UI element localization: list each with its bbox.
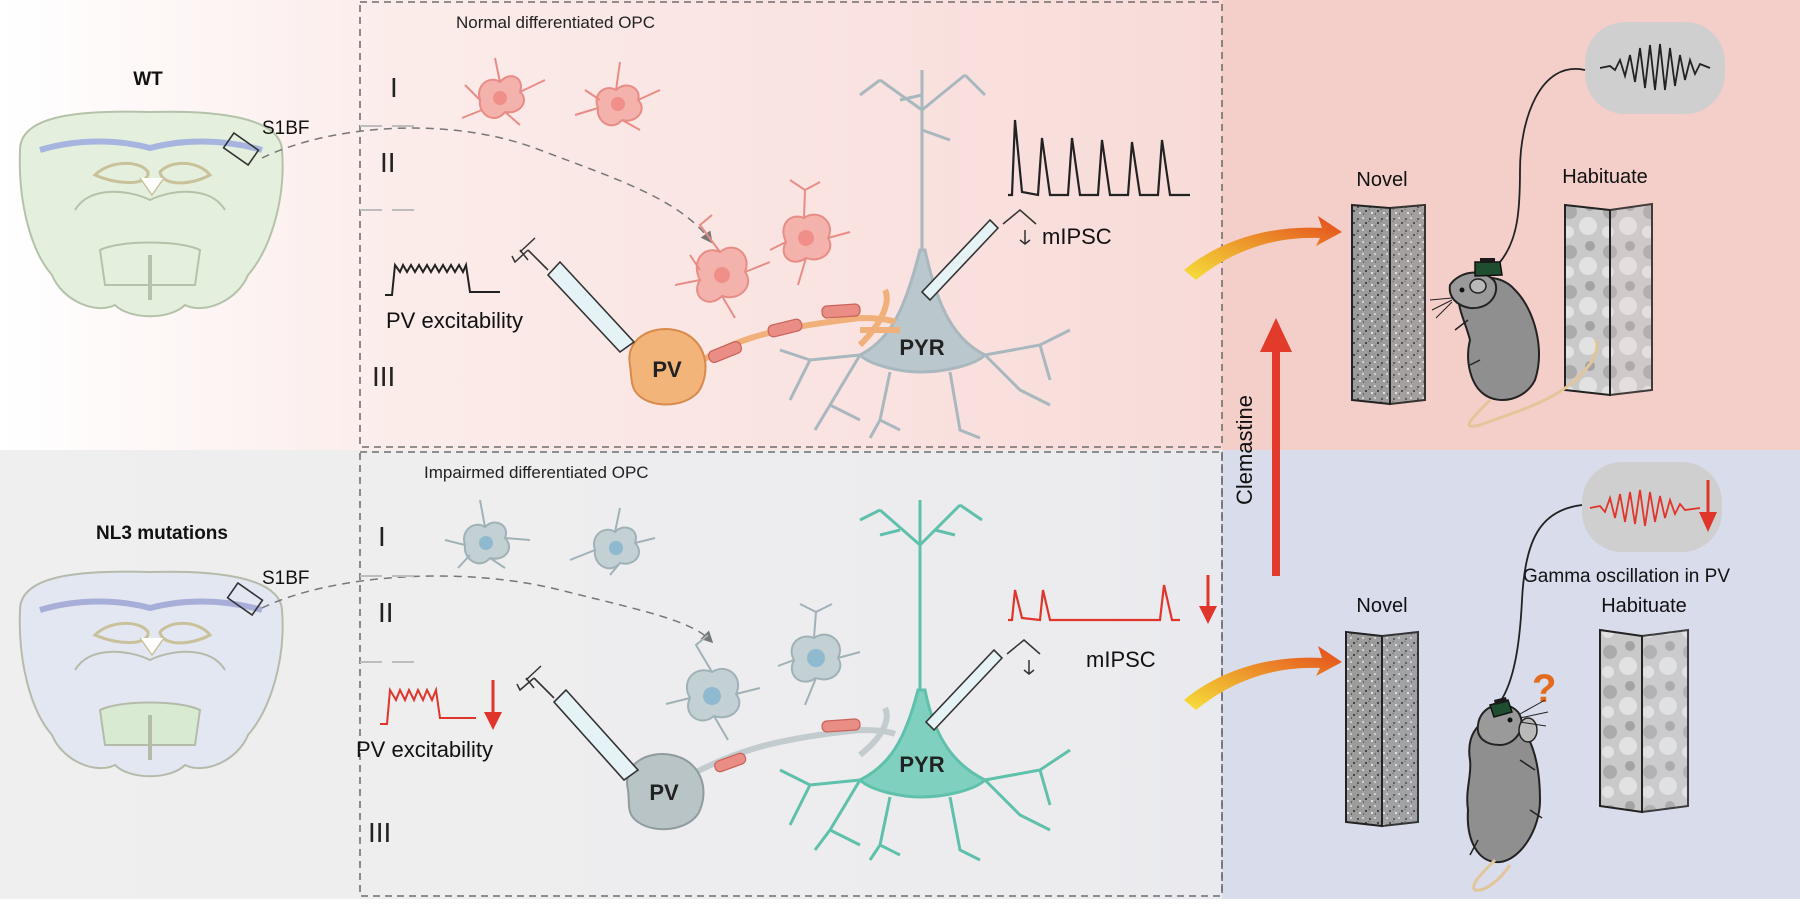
wt-region-label: S1BF xyxy=(262,118,310,139)
nl3-mipsc-trace xyxy=(1008,584,1180,622)
nl3-transition-arrow xyxy=(1184,646,1342,710)
wt-novel-object xyxy=(1351,203,1426,406)
nl3-pv-axon xyxy=(678,726,897,783)
wt-layer-iii: III xyxy=(372,361,395,392)
nl3-pyramidal-neuron xyxy=(779,500,1071,862)
wt-mipsc-trace xyxy=(1008,119,1190,197)
wt-gamma-trace xyxy=(1599,43,1711,91)
nl3-myelin-sheath xyxy=(714,718,861,773)
nl3-opc-near-axon xyxy=(665,603,861,741)
nl3-brain-slice xyxy=(18,570,284,778)
nl3-region-label: S1BF xyxy=(262,568,310,589)
nl3-opc-cell xyxy=(444,499,531,569)
nl3-habituate-label: Habituate xyxy=(1601,595,1687,617)
nl3-pv-down-arrow xyxy=(484,680,502,730)
wt-pv-spike-trace xyxy=(385,261,500,296)
nl3-pv-label: PV xyxy=(649,780,679,805)
wt-transition-arrow xyxy=(1184,216,1342,280)
wt-pv-synapse xyxy=(857,288,900,348)
wt-habituate-label: Habituate xyxy=(1562,166,1648,188)
wt-gamma-bubble xyxy=(1585,22,1725,114)
wt-pv-label: PV xyxy=(652,357,682,382)
wt-mouse xyxy=(1429,258,1599,428)
wt-myelin-sheath xyxy=(707,303,861,364)
wt-pv-electrode xyxy=(511,237,636,354)
wt-opc-cell xyxy=(574,61,661,131)
nl3-gamma-down-arrow xyxy=(1699,480,1717,532)
wt-cortex-frame xyxy=(359,1,1223,448)
nl3-novel-label: Novel xyxy=(1356,595,1407,617)
wt-pv-cell xyxy=(628,328,707,406)
wt-layer-ii: II xyxy=(380,147,396,178)
wt-zoom-arrow xyxy=(261,127,713,244)
nl3-gamma-trace xyxy=(1589,489,1701,527)
wt-pv-excitability-label: PV excitability xyxy=(386,308,523,333)
nl3-pv-electrode xyxy=(516,665,640,782)
wt-layer-i: I xyxy=(390,72,398,103)
clemastine-label: Clemastine xyxy=(1232,395,1257,505)
nl3-layer-ii: II xyxy=(378,597,394,628)
wt-opc-cell xyxy=(461,57,546,126)
wt-myelinating-opc xyxy=(674,179,851,319)
nl3-s1bf-roi-box xyxy=(226,581,264,617)
wt-recording-cable xyxy=(1499,68,1586,263)
nl3-zoom-arrow xyxy=(261,575,714,644)
nl3-mouse xyxy=(1466,697,1549,892)
nl3-pv-synapse xyxy=(858,706,890,758)
wt-label: WT xyxy=(133,69,163,90)
wt-novel-label: Novel xyxy=(1356,169,1407,191)
nl3-mipsc-label: mIPSC xyxy=(1086,647,1156,672)
nl3-mipsc-down-arrow xyxy=(1199,575,1217,624)
wt-s1bf-roi-box xyxy=(222,131,260,167)
nl3-pyr-label: PYR xyxy=(899,752,944,777)
nl3-opc-cell xyxy=(569,507,656,576)
wt-pyr-label: PYR xyxy=(899,335,944,360)
nl3-recording-cable xyxy=(1499,504,1583,703)
nl3-novel-object xyxy=(1345,630,1419,828)
wt-pyr-electrode xyxy=(920,209,1037,302)
wt-habituate-object xyxy=(1564,202,1653,397)
nl3-layer-i: I xyxy=(378,521,386,552)
wt-mipsc-label: mIPSC xyxy=(1042,224,1112,249)
nl3-opc-caption: Impairmed differentiated OPC xyxy=(424,463,649,482)
nl3-pv-excitability-label: PV excitability xyxy=(356,737,493,762)
wt-opc-caption: Normal differentiated OPC xyxy=(456,13,655,32)
wt-brain-slice xyxy=(18,110,284,318)
nl3-gamma-label: Gamma oscillation in PV xyxy=(1523,566,1730,587)
nl3-pyr-electrode xyxy=(924,639,1041,732)
nl3-question-mark: ? xyxy=(1532,667,1556,711)
nl3-habituate-object xyxy=(1599,628,1689,814)
nl3-pv-cell xyxy=(626,753,705,831)
nl3-layer-iii: III xyxy=(368,817,391,848)
nl3-label: NL3 mutations xyxy=(96,523,228,544)
clemastine-arrow xyxy=(1260,318,1292,576)
nl3-pv-spike-trace xyxy=(380,686,476,725)
